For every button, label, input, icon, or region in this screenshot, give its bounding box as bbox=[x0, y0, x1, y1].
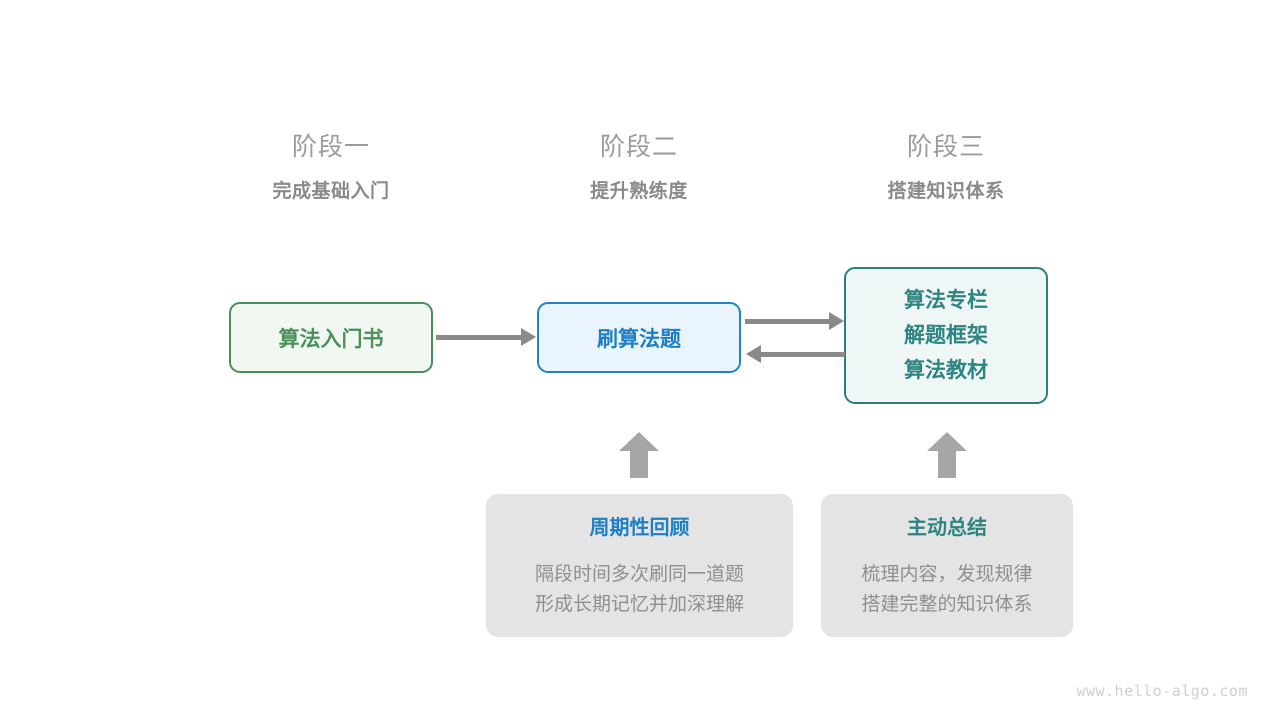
arrow-shaft bbox=[630, 450, 648, 478]
card-body: 梳理内容，发现规律 搭建完整的知识体系 bbox=[821, 560, 1073, 620]
card-body-line-1: 梳理内容，发现规律 bbox=[861, 564, 1033, 585]
arrow-shaft bbox=[938, 450, 956, 478]
card-title: 周期性回顾 bbox=[589, 517, 690, 539]
stage-title-3: 阶段三 bbox=[906, 133, 985, 161]
stage-subtitle-1: 完成基础入门 bbox=[272, 181, 390, 202]
arrow-up-review-icon bbox=[619, 432, 659, 478]
node-label-line-1: 算法专栏 bbox=[904, 289, 988, 312]
stage-column-3: 阶段三 搭建知识体系 bbox=[826, 130, 1066, 207]
card-active-summary: 主动总结 梳理内容，发现规律 搭建完整的知识体系 bbox=[821, 494, 1073, 637]
node-label-line-3: 算法教材 bbox=[904, 359, 988, 382]
arrow-up-summary-icon bbox=[927, 432, 967, 478]
card-body-line-2: 形成长期记忆并加深理解 bbox=[534, 594, 744, 615]
stage-column-2: 阶段二 提升熟练度 bbox=[519, 130, 759, 207]
arrow-head bbox=[619, 432, 659, 451]
watermark: www.hello-algo.com bbox=[1076, 682, 1248, 700]
card-body-line-1: 隔段时间多次刷同一道题 bbox=[534, 564, 744, 585]
node-practice-problems: 刷算法题 bbox=[537, 302, 741, 373]
arrow-head bbox=[927, 432, 967, 451]
stage-title-2: 阶段二 bbox=[599, 133, 678, 161]
arrow-system-to-practice-icon bbox=[746, 345, 845, 363]
stage-title-1: 阶段一 bbox=[291, 133, 370, 161]
stage-subtitle-3: 搭建知识体系 bbox=[887, 181, 1005, 202]
arrow-practice-to-system-icon bbox=[745, 312, 844, 330]
node-algorithm-intro-book: 算法入门书 bbox=[229, 302, 433, 373]
stage-column-1: 阶段一 完成基础入门 bbox=[211, 130, 451, 207]
node-label: 算法入门书 bbox=[278, 327, 384, 351]
card-body-line-2: 搭建完整的知识体系 bbox=[861, 594, 1033, 615]
node-knowledge-resources: 算法专栏 解题框架 算法教材 bbox=[844, 267, 1048, 404]
node-label: 刷算法题 bbox=[597, 327, 681, 351]
card-body: 隔段时间多次刷同一道题 形成长期记忆并加深理解 bbox=[486, 560, 793, 620]
card-title: 主动总结 bbox=[907, 517, 987, 539]
arrow-book-to-practice-icon bbox=[436, 328, 536, 346]
stage-subtitle-2: 提升熟练度 bbox=[590, 181, 688, 202]
card-periodic-review: 周期性回顾 隔段时间多次刷同一道题 形成长期记忆并加深理解 bbox=[486, 494, 793, 637]
node-label-line-2: 解题框架 bbox=[904, 324, 988, 347]
